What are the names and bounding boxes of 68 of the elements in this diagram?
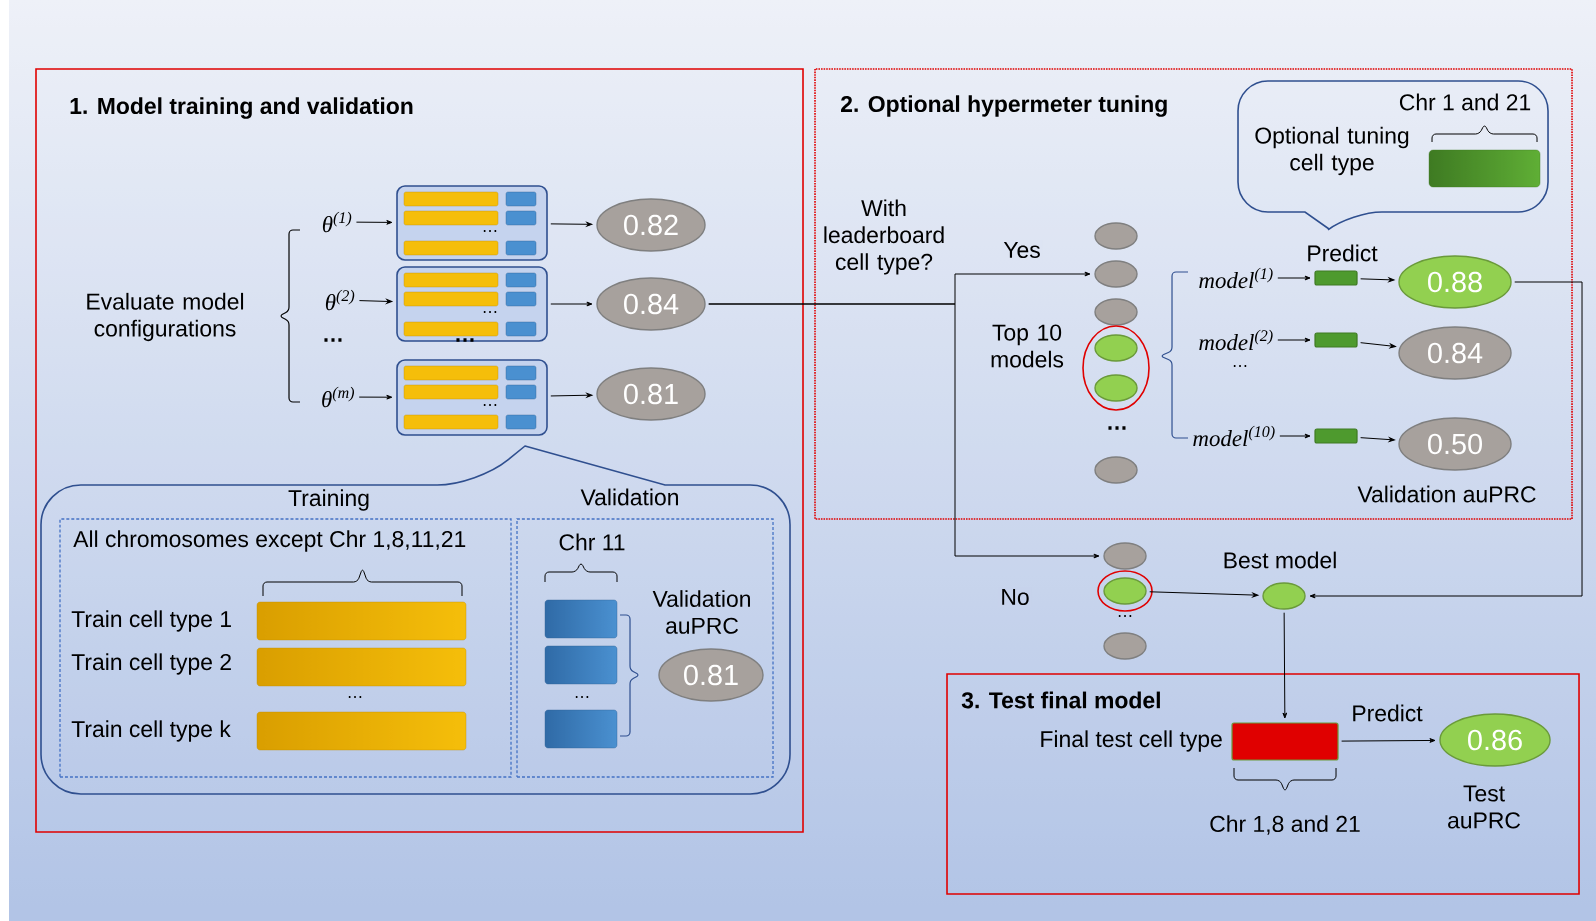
arrow (1277, 337, 1311, 343)
ellipsis: … (483, 230, 497, 232)
parameter-symbol: θ$^{(2)}$ (325, 289, 355, 311)
data-bar (1314, 428, 1358, 444)
ellipsis: … (1118, 615, 1132, 617)
row-label: Train cell type 1 (71, 610, 231, 632)
model-config-drawing (396, 359, 548, 436)
step-text: Evaluate model configurations (87, 292, 244, 342)
row-label: Train cell type k (71, 720, 231, 742)
arrow (550, 221, 593, 227)
arrow (1360, 437, 1395, 442)
ellipsis: … (483, 404, 497, 406)
model-label: model$^{(10)}$ (1193, 425, 1275, 447)
caption-text: Final test cell type (1041, 730, 1222, 752)
action-label: Predict (1308, 244, 1378, 262)
model-config-drawing (396, 266, 548, 342)
callout-bubble: Chr 1 and 21 Optional tuning cell type (1237, 80, 1549, 231)
question-text: With leaderboard cell type? (824, 199, 944, 275)
model-ellipse (1094, 298, 1138, 326)
model-ellipse (1094, 374, 1138, 402)
row-label: Train cell type 2 (71, 653, 231, 675)
callout-bubble (40, 445, 791, 795)
ellipsis: … (575, 696, 589, 698)
caption-text: Validation auPRC (652, 590, 750, 634)
parameter-symbol: θ$^{(m)}$ (322, 386, 354, 408)
node-label: Validation (580, 488, 678, 506)
arrow (358, 299, 393, 304)
group-label: Top 10 models (991, 324, 1064, 368)
model-ellipse (1103, 577, 1147, 605)
edge-label: Yes (1001, 240, 1043, 260)
arrow (1149, 591, 1259, 598)
node-label: Training (288, 489, 369, 511)
arrow (355, 220, 393, 225)
arrow (1360, 277, 1395, 283)
arrow (1360, 342, 1396, 349)
caption-text: Best model (1224, 551, 1336, 569)
ellipsis: … (1233, 365, 1247, 367)
model-config-drawing (396, 185, 548, 261)
arrow (550, 301, 593, 307)
model-ellipse (1094, 334, 1138, 362)
data-bar (1314, 270, 1358, 286)
arrow (1277, 275, 1311, 281)
arrow (708, 303, 1100, 559)
caption-text: Chr 1,8 and 21 (1210, 815, 1360, 835)
ellipsis: … (324, 338, 342, 342)
edge-label: Predict (1349, 702, 1425, 724)
parameter-symbol: θ$^{(1)}$ (322, 211, 352, 233)
edge-label: No (998, 587, 1032, 607)
model-label: model$^{(1)}$ (1199, 267, 1273, 289)
model-ellipse (1094, 456, 1138, 484)
arrow (1279, 433, 1311, 439)
model-ellipse (1103, 542, 1147, 570)
ellipsis: … (348, 696, 362, 698)
ellipsis: … (483, 311, 497, 313)
arrow (358, 394, 393, 400)
model-ellipse (1094, 222, 1138, 250)
model-ellipse (1103, 632, 1147, 660)
arrow (1282, 612, 1288, 719)
model-label: model$^{(2)}$ (1199, 329, 1273, 351)
ellipsis: … (456, 338, 474, 342)
model-ellipse (1094, 260, 1138, 288)
arrow (1309, 281, 1583, 599)
arrow (550, 392, 593, 398)
arrow (1341, 738, 1436, 743)
axis-caption: Validation auPRC (1357, 485, 1536, 503)
caption-text: Test auPRC (1448, 785, 1521, 829)
data-bar (1314, 332, 1358, 348)
ellipsis: … (1108, 426, 1126, 430)
